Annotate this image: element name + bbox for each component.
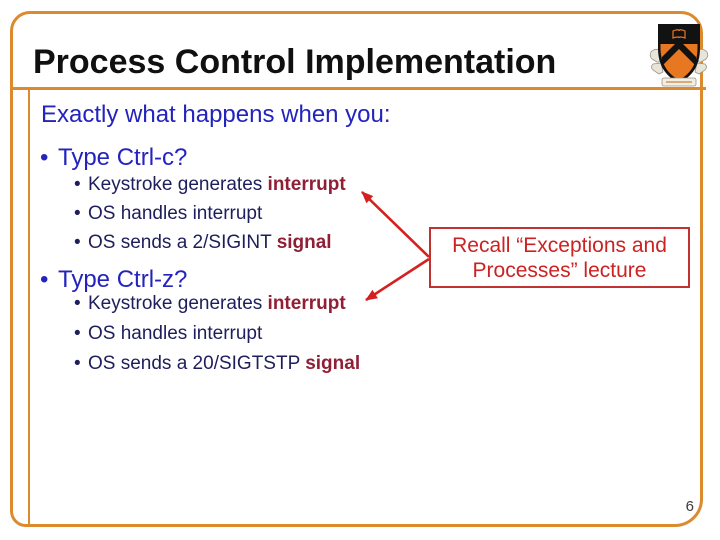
princeton-shield-icon	[649, 24, 709, 87]
sub-bullet-item: • OS handles interrupt	[74, 199, 346, 228]
bullet-icon: •	[74, 323, 81, 344]
text-run: OS handles interrupt	[88, 203, 263, 224]
sub-bullet-text: OS handles interrupt	[88, 319, 262, 349]
sub-bullet-item: • Keystroke generates interrupt	[74, 170, 346, 199]
bullet-item-ctrl-c: • Type Ctrl-c?	[40, 144, 187, 172]
bullet-icon: •	[74, 353, 81, 374]
bullet-label: Type Ctrl-c?	[58, 144, 188, 171]
page-number: 6	[685, 498, 694, 515]
sub-bullet-list-ctrl-z: • Keystroke generates interrupt • OS han…	[74, 289, 360, 379]
bullet-icon: •	[74, 203, 81, 224]
text-run: OS sends a 20/SIGTSTP	[88, 353, 306, 374]
sub-bullet-text: OS sends a 2/SIGINT signal	[88, 228, 332, 257]
callout-box: Recall “Exceptions and Processes” lectur…	[429, 227, 690, 288]
slide-title: Process Control Implementation	[33, 43, 557, 81]
slide-frame	[10, 11, 703, 527]
sub-bullet-list-ctrl-c: • Keystroke generates interrupt • OS han…	[74, 170, 346, 257]
callout-line-1: Recall “Exceptions and	[452, 233, 667, 257]
keyword-highlight: interrupt	[267, 174, 346, 195]
body-heading: Exactly what happens when you:	[41, 101, 391, 128]
bullet-icon: •	[74, 174, 81, 195]
text-run: Keystroke generates	[88, 174, 268, 195]
title-divider-line	[10, 87, 706, 90]
bullet-icon: •	[74, 293, 81, 314]
bullet-label: Type Ctrl-z?	[58, 266, 188, 293]
text-run: Keystroke generates	[88, 293, 268, 314]
keyword-highlight: signal	[305, 353, 361, 374]
sub-bullet-item: • OS sends a 20/SIGTSTP signal	[74, 349, 360, 379]
sub-bullet-item: • OS sends a 2/SIGINT signal	[74, 228, 346, 257]
bullet-icon: •	[40, 266, 49, 293]
sub-bullet-item: • OS handles interrupt	[74, 319, 360, 349]
sub-bullet-text: OS handles interrupt	[88, 199, 262, 228]
bullet-icon: •	[40, 144, 49, 171]
sub-bullet-text: Keystroke generates interrupt	[88, 170, 346, 199]
sub-bullet-item: • Keystroke generates interrupt	[74, 289, 360, 319]
body-left-border	[28, 90, 30, 526]
text-run: OS sends a 2/SIGINT	[88, 232, 277, 253]
bullet-item-ctrl-z: • Type Ctrl-z?	[40, 266, 187, 294]
text-run: OS handles interrupt	[88, 323, 263, 344]
bullet-icon: •	[74, 232, 81, 253]
sub-bullet-text: OS sends a 20/SIGTSTP signal	[88, 349, 360, 379]
keyword-highlight: signal	[276, 232, 332, 253]
keyword-highlight: interrupt	[267, 293, 346, 314]
callout-line-2: Processes” lecture	[472, 258, 647, 282]
sub-bullet-text: Keystroke generates interrupt	[88, 289, 346, 319]
